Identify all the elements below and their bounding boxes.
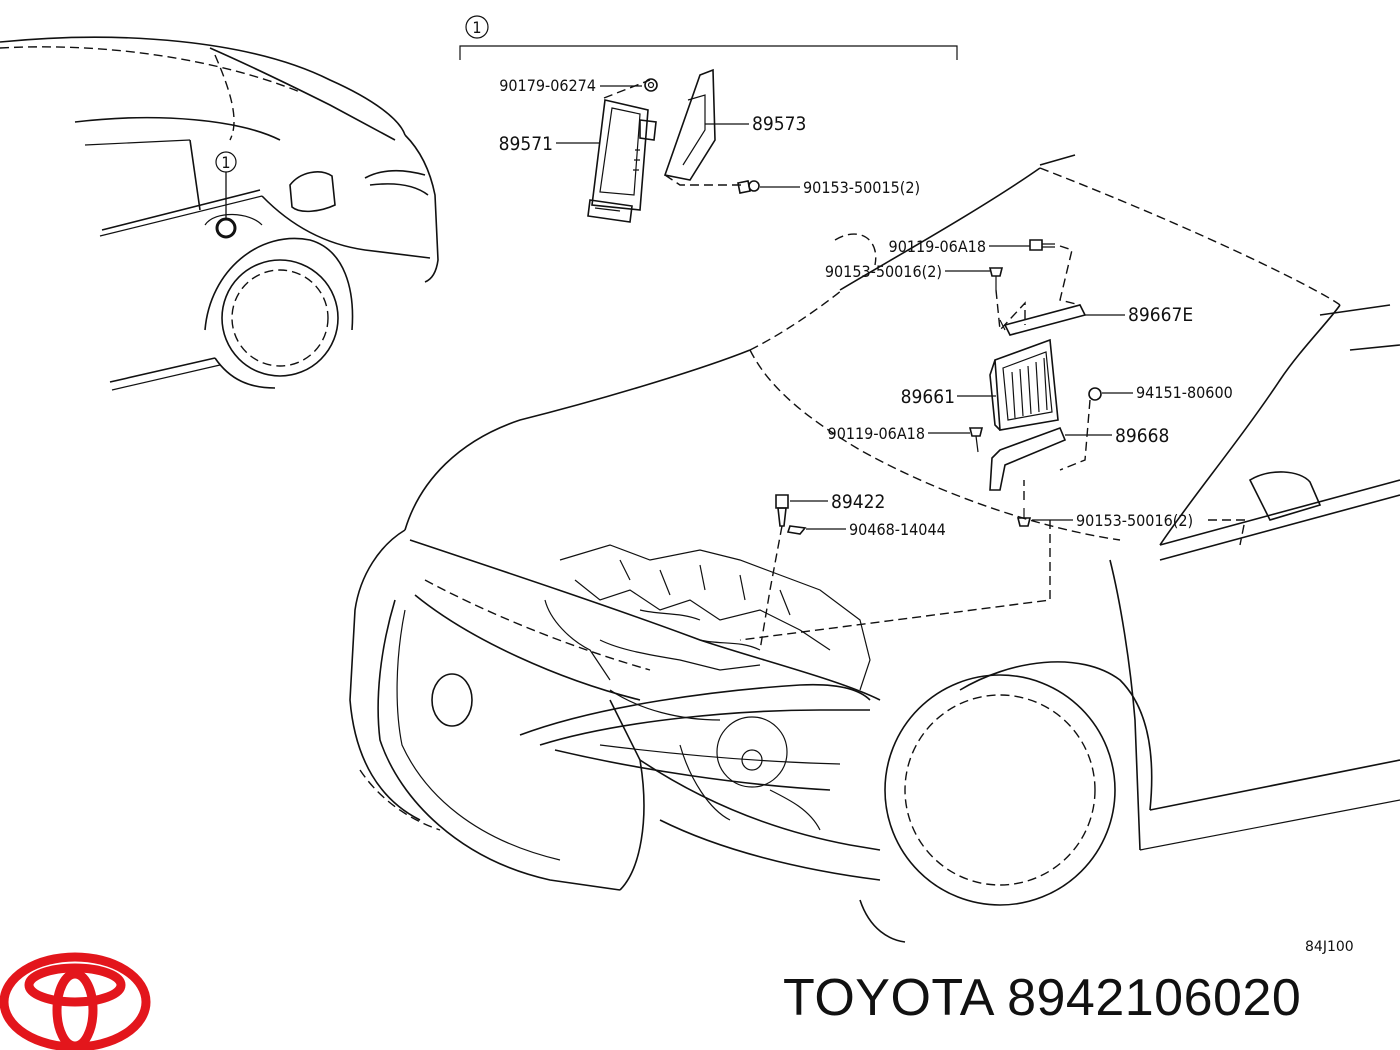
ref-circle-1-top: 1 — [472, 18, 481, 37]
brand-name: TOYOTA — [783, 969, 993, 1027]
bracket-89667E — [999, 304, 1087, 336]
callouts: 90179-06274 89571 89573 90153-50015(2) 9… — [499, 76, 1246, 546]
label-89667E: 89667E — [1128, 304, 1193, 326]
label-90153-50016-top: 90153-50016(2) — [825, 262, 942, 281]
label-89422: 89422 — [831, 491, 885, 513]
part-number: 8942106020 — [1007, 969, 1302, 1027]
figure-code: 84J100 — [1305, 939, 1354, 955]
sensor-89422 — [759, 494, 807, 651]
label-89668: 89668 — [1115, 425, 1169, 447]
toyota-logo — [0, 952, 151, 1050]
label-90468-14044: 90468-14044 — [849, 520, 946, 539]
front-car-body — [349, 154, 1400, 943]
label-90119-06A18-top: 90119-06A18 — [889, 237, 986, 256]
label-90153-50015: 90153-50015(2) — [803, 178, 920, 197]
ecu-89661 — [989, 338, 1059, 431]
bolt-90153-50015 — [737, 180, 760, 194]
label-90179-06274: 90179-06274 — [499, 76, 596, 95]
label-94151-80600: 94151-80600 — [1136, 383, 1233, 402]
fasteners — [739, 239, 1102, 641]
bracket-89573 — [603, 68, 745, 186]
bracket-89668 — [989, 426, 1067, 491]
nut-90179 — [644, 78, 658, 92]
brand-part-number: TOYOTA 8942106020 — [783, 968, 1301, 1028]
rear-view-car: 1 — [0, 36, 439, 391]
label-89573: 89573 — [752, 113, 806, 135]
label-89571: 89571 — [499, 133, 553, 155]
label-90119-06A18-bottom: 90119-06A18 — [828, 424, 925, 443]
module-89571 — [587, 99, 657, 223]
ref-circle-1-rear: 1 — [221, 153, 230, 172]
group-1-bracket: 1 — [459, 15, 958, 60]
label-89661: 89661 — [901, 386, 955, 408]
label-90153-50016-bottom: 90153-50016(2) — [1076, 511, 1193, 530]
